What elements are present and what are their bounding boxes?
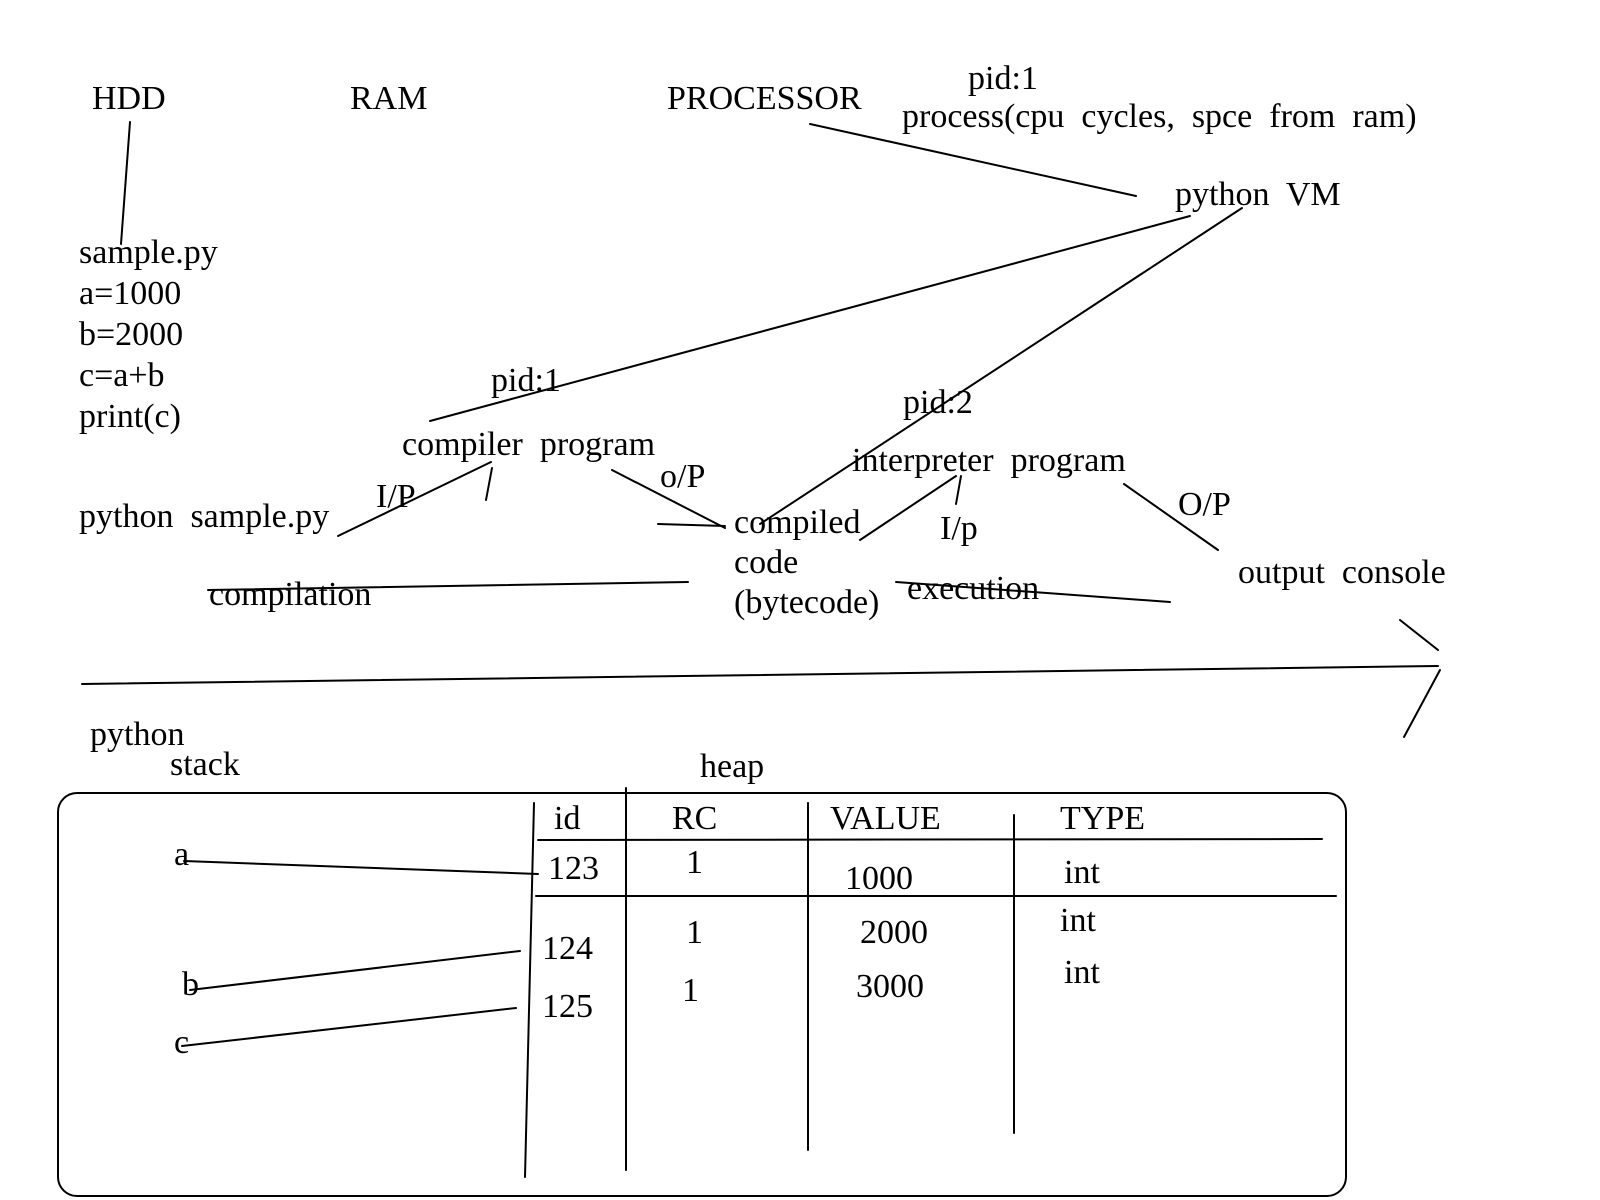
line-interpreter-output <box>1123 483 1219 551</box>
compiled-code-line-1: compiled <box>734 504 861 541</box>
heap-header-type: TYPE <box>1060 800 1145 837</box>
line-compiler-tick <box>485 467 493 501</box>
interpreter-input-label: I/p <box>940 510 978 547</box>
stack-var-b: b <box>182 966 199 1003</box>
compiler-input-label: I/P <box>376 478 416 515</box>
interpreter-pid-label: pid:2 <box>903 384 973 421</box>
line-execution <box>895 581 1171 603</box>
line-interpreter-tick <box>955 475 962 505</box>
command-label: python sample.py <box>79 498 330 535</box>
processor-label: PROCESSOR <box>667 80 862 117</box>
line-processor-vm <box>809 123 1137 197</box>
source-line-4: print(c) <box>79 398 181 435</box>
compiler-output-label: o/P <box>660 458 706 495</box>
hdd-label: HDD <box>92 80 166 117</box>
line-compiled-stub <box>657 523 726 527</box>
line-sample-compiler <box>337 461 492 537</box>
ram-label: RAM <box>350 80 428 117</box>
table-separator-stack-heap <box>524 802 535 1178</box>
heap-header-id: id <box>554 800 581 837</box>
compiler-program-label: compiler program <box>402 426 656 463</box>
stack-label: stack <box>170 746 240 783</box>
heap-header-rc: RC <box>672 800 718 837</box>
timeline-arrowhead-upper <box>1399 619 1439 651</box>
heap-row-1-value: 1000 <box>845 860 913 897</box>
process-pid-label: pid:1 <box>968 60 1038 97</box>
heap-row-1-rc: 1 <box>686 844 703 881</box>
compilation-label: compilation <box>209 576 372 613</box>
interpreter-output-label: O/P <box>1178 486 1231 523</box>
python-vm-label: python VM <box>1175 176 1341 213</box>
heap-row-3-rc: 1 <box>682 972 699 1009</box>
process-desc-label: process(cpu cycles, spce from ram) <box>902 98 1417 135</box>
heap-row-1-id: 123 <box>548 850 599 887</box>
interpreter-program-label: interpreter program <box>852 442 1126 479</box>
compiler-pid-label: pid:1 <box>491 362 561 399</box>
heap-row-3-type: int <box>1064 954 1100 991</box>
line-vm-compiled <box>759 207 1243 525</box>
source-line-2: b=2000 <box>79 316 184 353</box>
pointer-c <box>181 1007 517 1047</box>
python-memory-label: python <box>90 716 185 753</box>
heap-row-3-id: 125 <box>542 988 593 1025</box>
compiled-code-line-2: code <box>734 544 799 581</box>
line-hdd-sample <box>120 121 131 245</box>
execution-label: execution <box>907 570 1040 607</box>
line-compilation <box>207 581 689 591</box>
heap-row-1-type: int <box>1064 854 1100 891</box>
stack-var-a: a <box>174 836 190 873</box>
source-file-name: sample.py <box>79 234 218 271</box>
pointer-a <box>183 860 539 875</box>
heap-row-3-value: 3000 <box>856 968 924 1005</box>
source-line-1: a=1000 <box>79 275 182 312</box>
heap-row-2-value: 2000 <box>860 914 928 951</box>
line-vm-compiler <box>429 215 1191 422</box>
heap-header-value: VALUE <box>830 800 941 837</box>
timeline-arrowhead-lower <box>1403 669 1441 738</box>
line-compiler-compiled <box>611 469 726 529</box>
table-header-line <box>537 838 1323 841</box>
heap-row-2-type: int <box>1060 902 1096 939</box>
pointer-b <box>189 950 521 991</box>
source-line-3: c=a+b <box>79 357 165 394</box>
line-compiled-interpreter <box>859 475 957 541</box>
output-console-label: output console <box>1238 554 1446 591</box>
heap-row-2-id: 124 <box>542 930 593 967</box>
memory-box <box>57 792 1347 1197</box>
timeline-arrow-shaft <box>81 665 1439 685</box>
heap-label: heap <box>700 748 765 785</box>
stack-var-c: c <box>174 1024 190 1061</box>
compiled-code-line-3: (bytecode) <box>734 584 880 621</box>
heap-row-2-rc: 1 <box>686 914 703 951</box>
